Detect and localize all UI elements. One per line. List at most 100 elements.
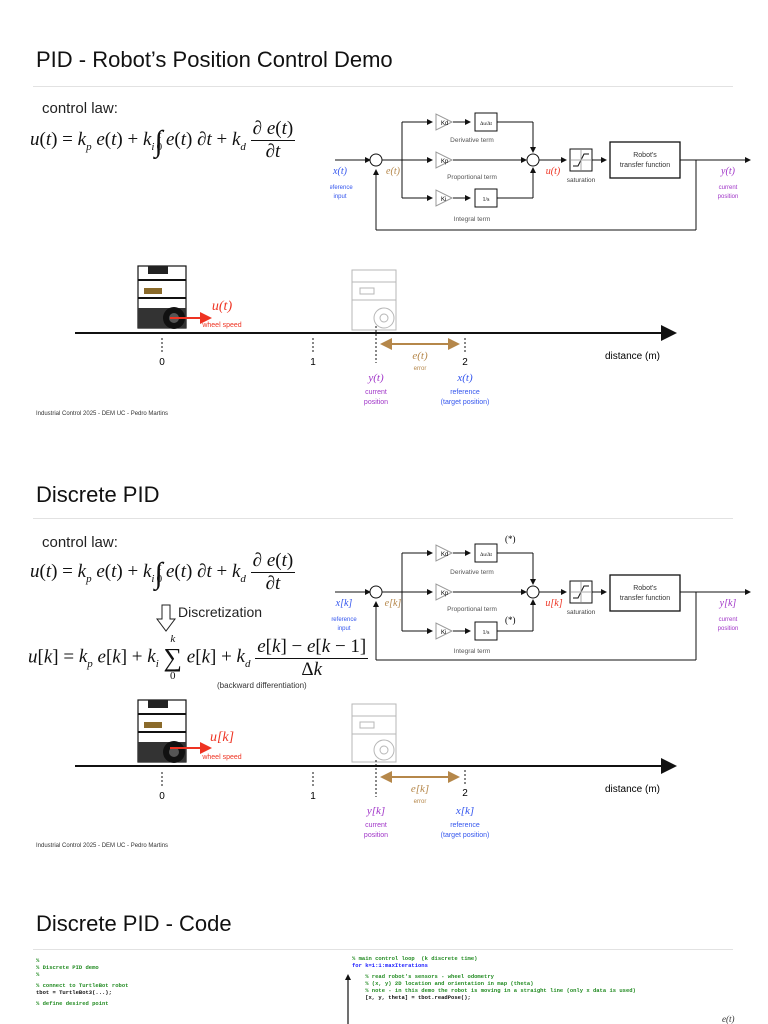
plant-label-2: transfer function <box>620 595 670 602</box>
proportional-term-label: Proportional term <box>447 606 497 613</box>
discretization-label: Discretization <box>178 604 263 620</box>
code-line: % <box>36 971 40 978</box>
output-caption-2: position <box>718 626 739 632</box>
input-caption-2: input <box>333 194 346 200</box>
proportional-term-label: Proportional term <box>447 174 497 181</box>
code-line: % <box>36 957 40 964</box>
input-caption-2: input <box>337 626 350 632</box>
kd-gain <box>435 113 454 131</box>
title-divider <box>33 949 733 950</box>
plant-label-1: Robot's <box>633 585 657 592</box>
code-line: for k=1:1:maxIterations <box>352 962 428 969</box>
code-line: % (x, y) 2D location and orientation in … <box>352 980 534 987</box>
discrete-equation: u[k] = kp e[k] + ki k ∑ 0 e[k] + kd e[k]… <box>28 633 369 682</box>
tick-label-2: 2 <box>462 788 468 799</box>
wheel-speed-caption: wheel speed <box>201 322 241 329</box>
ghost-robot-icon <box>351 269 397 331</box>
error-symbol: e[k] <box>411 783 429 795</box>
ki-label: Ki <box>441 197 446 203</box>
code-block-left: %% Discrete PID demo% % connect to Turtl… <box>36 957 128 1007</box>
slide-pid-position-demo: PID - Robot’s Position Control Demo cont… <box>0 0 768 440</box>
ki-gain <box>435 622 454 640</box>
slide-footer: Industrial Control 2025 - DEM UC - Pedro… <box>36 411 169 417</box>
margin-error-symbol: e(t) <box>722 1014 735 1024</box>
code-line: [x, y, theta] = tbot.readPose(); <box>352 994 471 1001</box>
loop-arrow-icon <box>345 974 351 1024</box>
code-line: % read robot's sensors - wheel odometry <box>352 973 494 980</box>
output-caption-1: current <box>719 617 738 623</box>
tick-label-1: 1 <box>310 791 316 802</box>
slide-title: Discrete PID - Code <box>36 911 232 936</box>
tick-label-0: 0 <box>159 791 165 802</box>
discrete-pid-block-diagram: Kd Kp Ki Δu/Δt 1/s (*) (*) Derivative te… <box>331 534 751 661</box>
derivative-term-label: Derivative term <box>450 137 494 144</box>
integral-block-label: 1/s <box>482 630 490 636</box>
slide-discrete-pid: Discrete PID control law: u(t) = kp e(t)… <box>28 482 751 849</box>
derivative-block-label: Δu/Δt <box>480 122 492 127</box>
reference-symbol: x(t) <box>456 372 473 384</box>
slide-title: PID - Robot’s Position Control Demo <box>36 47 393 72</box>
kp-gain <box>435 151 454 169</box>
plant-block <box>609 141 681 179</box>
integral-term-label: Integral term <box>454 648 491 655</box>
derivative-block-label: Δu/Δt <box>480 553 492 558</box>
control-law-equation: u(t) = kp e(t) + ki∫0t e(t) ∂t + kd ∂ e(… <box>30 550 296 594</box>
kp-gain <box>435 583 454 601</box>
derivative-term-label: Derivative term <box>450 569 494 576</box>
kp-label: Kp <box>441 591 449 597</box>
wheel-speed-caption: wheel speed <box>201 754 241 761</box>
derivative-asterisk: (*) <box>505 534 516 544</box>
axis-label: distance (m) <box>605 351 660 362</box>
input-symbol: x(t) <box>332 166 348 177</box>
kd-gain <box>435 544 454 562</box>
wheel-speed-symbol: u[k] <box>210 730 234 745</box>
ki-label: Ki <box>441 630 446 636</box>
saturation-label: saturation <box>567 177 596 184</box>
error-symbol: e(t) <box>412 350 428 362</box>
current-caption-2: position <box>364 832 388 839</box>
current-symbol: y[k] <box>366 805 385 817</box>
output-caption-1: current <box>719 185 738 191</box>
tick-label-1: 1 <box>310 357 316 368</box>
current-caption-1: current <box>365 822 387 829</box>
code-line: % connect to TurtleBot robot <box>36 982 129 989</box>
kd-label: Kd <box>441 121 448 127</box>
output-caption-2: position <box>718 194 739 200</box>
error-symbol: e(t) <box>386 166 401 177</box>
slide-title: Discrete PID <box>36 482 160 507</box>
output-symbol: y(t) <box>720 166 736 177</box>
integral-term-label: Integral term <box>454 216 491 223</box>
axis-label: distance (m) <box>605 784 660 795</box>
plant-label-1: Robot's <box>633 152 657 159</box>
code-line: tbot = TurtleBot3(...); <box>36 989 112 996</box>
backward-differentiation-note: (backward differentiation) <box>217 681 307 690</box>
down-arrow-icon <box>156 604 176 632</box>
kd-label: Kd <box>441 552 448 558</box>
reference-caption-1: reference <box>450 389 480 396</box>
tick-label-2: 2 <box>462 357 468 368</box>
ghost-robot-icon <box>351 703 397 763</box>
error-caption: error <box>414 366 427 372</box>
title-divider <box>33 518 733 519</box>
control-law-label: control law: <box>42 100 118 117</box>
robot-track-scene: u(t) wheel speed 0 1 2 distance (m) e(t)… <box>75 265 677 406</box>
reference-caption-2: (target position) <box>441 399 490 406</box>
code-line: % main control loop (k discrete time) <box>352 955 478 962</box>
plant-label-2: transfer function <box>620 162 670 169</box>
reference-symbol: x[k] <box>455 805 474 817</box>
kp-label: Kp <box>441 159 449 165</box>
integral-block-label: 1/s <box>482 197 490 203</box>
error-caption: error <box>414 799 427 805</box>
code-line: % define desired point <box>36 1000 109 1007</box>
output-symbol: y[k] <box>719 598 737 609</box>
reference-caption-1: reference <box>450 822 480 829</box>
input-symbol: x[k] <box>335 598 353 609</box>
pid-block-diagram: Kd Kp Ki Δu/Δt 1/s Derivative term Propo… <box>330 112 751 231</box>
title-divider <box>33 86 733 87</box>
input-caption-1: reference <box>331 617 357 623</box>
plant-block <box>609 574 681 612</box>
control-symbol: u[k] <box>545 598 562 609</box>
current-caption-2: position <box>364 399 388 406</box>
input-caption-1: reference <box>330 185 353 191</box>
code-line: % Discrete PID demo <box>36 964 99 971</box>
